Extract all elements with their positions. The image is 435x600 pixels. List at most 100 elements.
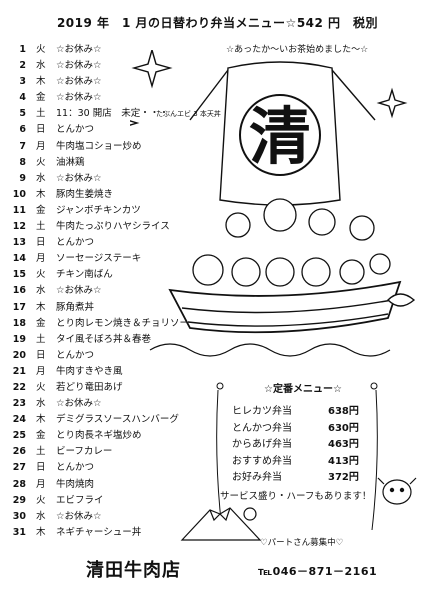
day-number: 24 <box>12 414 26 426</box>
day-of-week: 水 <box>36 510 46 522</box>
day-number: 2 <box>19 60 26 72</box>
fish-icon <box>387 293 416 307</box>
day-of-week: 月 <box>36 140 46 152</box>
day-of-week: 金 <box>36 317 46 329</box>
standard-item-price: 413円 <box>328 455 359 467</box>
standard-item-name: とんかつ弁当 <box>232 422 292 434</box>
day-menu: チキン南ばん <box>56 269 113 281</box>
day-of-week: 月 <box>36 365 46 377</box>
day-row: 11 金ジャンボチキンカツ <box>12 203 252 219</box>
day-of-week: 火 <box>36 269 46 281</box>
day-menu: とり肉長ネギ塩炒め <box>56 430 142 442</box>
day-of-week: 金 <box>36 204 46 216</box>
cow-illustration <box>377 477 417 505</box>
day-number: 13 <box>12 237 26 249</box>
day-menu: 牛肉焼肉 <box>56 478 95 490</box>
standard-menu-item: からあげ弁当 463円 <box>232 437 362 453</box>
shop-name: 清田牛肉店 <box>86 560 181 581</box>
day-of-week: 土 <box>36 221 46 233</box>
recruit-note: ♡パートさん募集中♡ <box>260 538 344 548</box>
day-row: 16 水 ☆お休み☆ <box>12 283 252 299</box>
standard-menu-item: おすすめ弁当 413円 <box>232 454 362 470</box>
day-number: 12 <box>12 221 26 233</box>
standard-item-name: からあげ弁当 <box>232 439 292 450</box>
day-menu: ☆お休み☆ <box>56 398 102 410</box>
day-menu: とんかつ <box>56 349 95 361</box>
day-number: 16 <box>12 285 26 297</box>
day-number: 9 <box>19 172 26 184</box>
day-number: 5 <box>19 108 26 120</box>
standard-item-price: 638円 <box>328 406 359 417</box>
day-menu: 牛肉すきやき風 <box>56 365 123 377</box>
greeting-text: ☆あったか～いお茶始めました～☆ <box>226 45 369 55</box>
day-menu: ビーフカレー <box>56 446 113 458</box>
day-of-week: 木 <box>36 188 46 200</box>
standard-menu-item: ヒレカツ弁当 638円 <box>232 404 362 420</box>
day-note: たぶんエビ 3 本天丼 <box>156 110 221 119</box>
day-menu: とんかつ <box>56 462 95 474</box>
sparkle-icon <box>376 87 408 119</box>
day-number: 28 <box>12 478 26 490</box>
day-of-week: 水 <box>36 60 46 72</box>
sail-character: 清 <box>249 100 311 173</box>
day-number: 11 <box>12 204 26 216</box>
day-of-week: 木 <box>36 76 46 88</box>
day-menu: 油淋鶏 <box>56 156 85 168</box>
day-number: 10 <box>12 188 26 200</box>
standard-item-price: 463円 <box>328 439 359 450</box>
day-of-week: 火 <box>36 381 46 393</box>
sparkle-icon <box>130 120 140 126</box>
standard-item-name: お好み弁当 <box>232 472 282 483</box>
day-of-week: 火 <box>36 44 46 55</box>
day-number: 3 <box>19 76 26 88</box>
day-number: 1 <box>19 44 26 55</box>
day-menu: デミグラスソースハンバーグ <box>56 414 179 426</box>
day-of-week: 日 <box>36 462 46 474</box>
day-of-week: 日 <box>36 237 46 249</box>
day-of-week: 水 <box>36 285 46 297</box>
day-row: 10 木豚肉生姜焼き <box>12 187 252 203</box>
day-number: 8 <box>19 156 26 168</box>
standard-item-price: 630円 <box>328 422 359 434</box>
day-of-week: 水 <box>36 398 46 410</box>
day-menu: ジャンボチキンカツ <box>56 204 141 216</box>
day-number: 27 <box>12 462 26 474</box>
sail <box>219 61 341 206</box>
day-row: 28 月牛肉焼肉 <box>12 477 252 493</box>
characters-group <box>192 198 391 287</box>
page-title: 2019 年 1 月の日替わり弁当メニュー☆542 円 税別 <box>56 16 379 30</box>
day-number: 7 <box>19 140 26 152</box>
day-of-week: 金 <box>36 92 46 104</box>
standard-item-name: おすすめ弁当 <box>232 455 292 467</box>
day-of-week: 月 <box>36 478 46 490</box>
day-of-week: 木 <box>36 301 46 313</box>
day-menu: ☆お休み☆ <box>56 60 102 72</box>
day-of-week: 金 <box>36 430 46 442</box>
standard-item-price: 372円 <box>328 472 359 483</box>
shop-telephone: ℡046－871－2161 <box>258 565 378 578</box>
day-menu: ネギチャーシュー丼 <box>56 526 142 538</box>
day-of-week: 土 <box>36 108 46 120</box>
standard-item-name: ヒレカツ弁当 <box>232 406 292 417</box>
day-number: 31 <box>12 526 26 538</box>
day-menu: ☆お休み☆ <box>56 285 102 297</box>
day-menu: 豚肉生姜焼き <box>56 188 114 200</box>
